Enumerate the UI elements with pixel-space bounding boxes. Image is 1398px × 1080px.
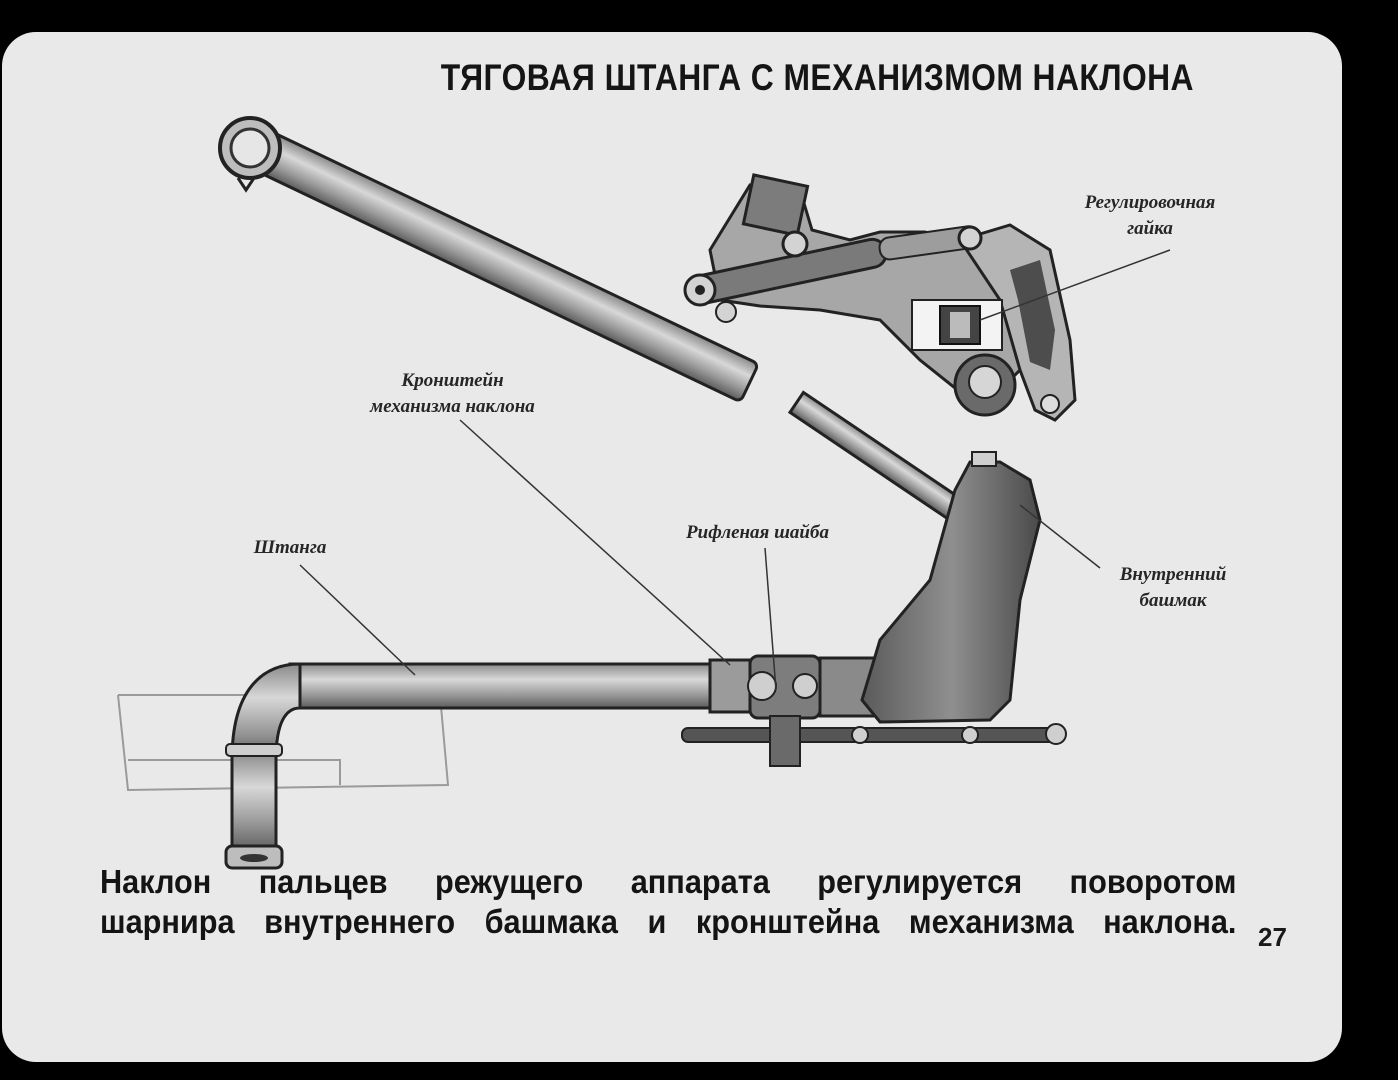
leader-lines: [299, 249, 1171, 691]
label-bracket-line2: механизма наклона: [370, 396, 535, 417]
label-rod: Штанга: [253, 537, 327, 558]
label-adjusting-nut-line2: гайка: [1127, 218, 1173, 239]
label-bracket: Кронштейн механизма наклона: [330, 368, 575, 420]
slide-frame: [2, 32, 1342, 1062]
label-bracket-line1: Кронштейн: [401, 370, 504, 391]
caption-line2: шарнира внутреннего башмака и кронштейна…: [100, 903, 1237, 940]
label-inner-shoe-line1: Внутренний: [1119, 564, 1227, 585]
label-ribbed-washer: Рифленая шайба: [686, 522, 829, 543]
slide-title: ТЯГОВАЯ ШТАНГА С МЕХАНИЗМОМ НАКЛОНА: [440, 57, 1194, 98]
upper-drawbar-assembly: [218, 116, 1077, 422]
caption-line1: Наклон пальцев режущего аппарата регулир…: [100, 863, 1237, 900]
lower-drawbar-assembly: [117, 390, 1067, 870]
page-number: 27: [1258, 922, 1287, 952]
slide-caption: Наклон пальцев режущего аппарата регулир…: [100, 862, 1236, 942]
label-inner-shoe-line2: башмак: [1139, 590, 1207, 611]
label-adjusting-nut: Регулировочная гайка: [1055, 190, 1245, 242]
label-adjusting-nut-line1: Регулировочная: [1084, 192, 1216, 213]
label-inner-shoe: Внутренний башмак: [1098, 562, 1248, 614]
